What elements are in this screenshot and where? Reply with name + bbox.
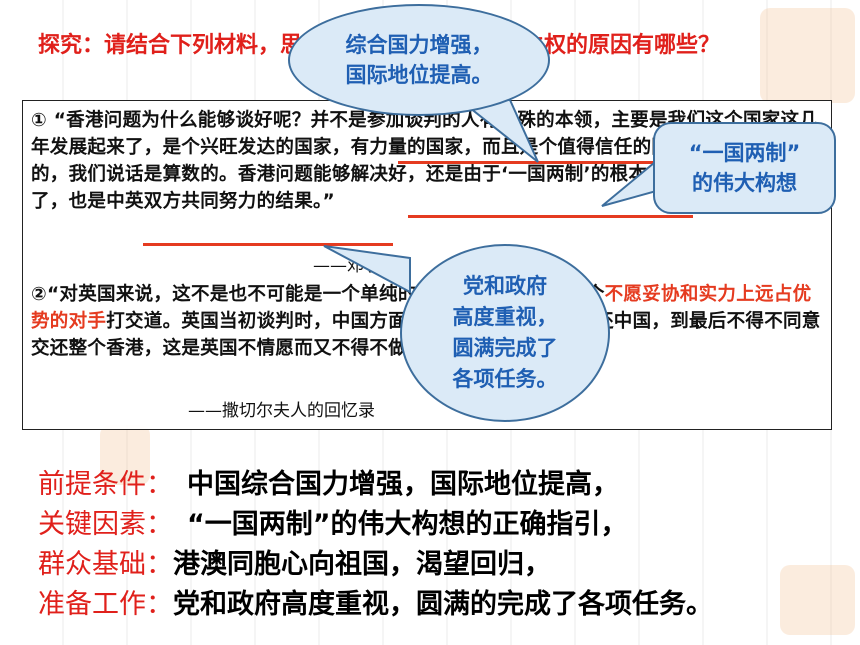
decorative-seal-bottom-right — [780, 565, 855, 635]
bubble-top-line-2: 国际地位提高。 — [345, 63, 493, 87]
summary-row: 群众基础：港澳同胞心向祖国，渴望回归， — [38, 545, 853, 585]
summary-value: “一国两制”的伟大构想的正确指引， — [187, 509, 628, 540]
summary-label: 前提条件： — [38, 469, 173, 500]
summary-row: 准备工作：党和政府高度重视，圆满的完成了各项任务。 — [38, 585, 853, 625]
bubble-party-government: 党和政府 高度重视， 圆满完成了 各项任务。 — [400, 244, 610, 422]
bubble-middle-tail — [323, 245, 411, 294]
material-paragraph-1: ① “香港问题为什么能够谈好呢？并不是参加谈判的人有特殊的本领，主要是我们这个国… — [31, 107, 826, 215]
p1-text-a: ① “香港问题为什么能够谈好呢？并不是参加谈判的人有特殊的本领，主要是我们这个国… — [31, 110, 821, 185]
summary-label: 关键因素： — [38, 509, 173, 540]
bubble-mid-line-2: 高度重视， — [452, 305, 558, 329]
bubble-one-country-two-systems: “一国两制” 的伟大构想 — [653, 122, 836, 214]
underline-joint-effort — [143, 243, 393, 246]
summary-label: 群众基础： — [38, 549, 173, 580]
p2-highlight-text: 不愿妥协和实力上远占优势的对手 — [31, 284, 812, 332]
material-paragraph-2: ②“对英国来说，这不是也不可能是一个单纯的谈判，我们是在同一个不愿妥协和实力上远… — [31, 281, 826, 362]
summary-row: 关键因素： “一国两制”的伟大构想的正确指引， — [38, 505, 853, 545]
summary-list: 前提条件： 中国综合国力增强，国际地位提高， 关键因素： “一国两制”的伟大构想的正… — [38, 465, 853, 625]
bubble-top-tail — [458, 100, 539, 163]
summary-label: 准备工作： — [38, 589, 173, 620]
summary-value: 党和政府高度重视，圆满的完成了各项任务。 — [173, 589, 713, 620]
summary-row: 前提条件： 中国综合国力增强，国际地位提高， — [38, 465, 853, 505]
bubble-right-line-2: 的伟大构想 — [691, 171, 797, 195]
summary-value: 中国综合国力增强，国际地位提高， — [187, 469, 619, 500]
bubble-right-line-1: “一国两制” — [688, 141, 801, 165]
decorative-seal-left — [100, 425, 150, 485]
bubble-top-line-1: 综合国力增强， — [345, 33, 493, 57]
underline-developed-country — [398, 161, 683, 164]
bubble-mid-line-3: 圆满完成了 — [452, 336, 558, 360]
bubble-mid-line-4: 各项任务。 — [452, 367, 558, 391]
attribution-thatcher: ——撒切尔夫人的回忆录 — [188, 401, 375, 421]
bubble-mid-line-1: 党和政府 — [463, 274, 547, 298]
decorative-seal-top-right — [760, 8, 855, 103]
summary-value: 港澳同胞心向祖国，渴望回归， — [173, 549, 551, 580]
bubble-national-strength: 综合国力增强， 国际地位提高。 — [288, 4, 550, 116]
underline-one-country-two-systems — [408, 215, 693, 218]
material-box: ① “香港问题为什么能够谈好呢？并不是参加谈判的人有特殊的本领，主要是我们这个国… — [22, 100, 832, 430]
